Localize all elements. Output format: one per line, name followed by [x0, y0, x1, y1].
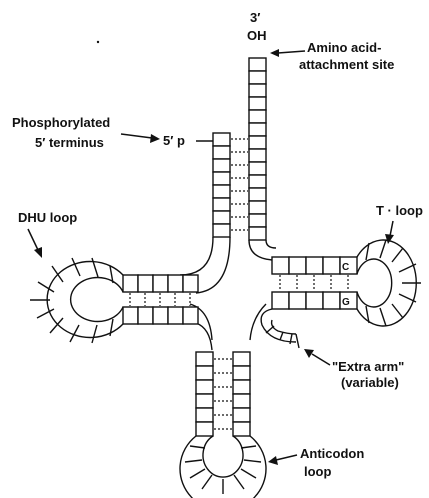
- base-c: C: [342, 262, 349, 273]
- acceptor-stem-3prime-strand: [249, 58, 266, 240]
- label-3prime: 3′: [250, 10, 260, 25]
- label-anticodon-loop: loop: [304, 464, 331, 479]
- stray-dot: [97, 41, 99, 43]
- central-junction: [180, 237, 276, 350]
- label-amino-acid-line1: Amino acid-: [307, 40, 381, 55]
- anticodon-arrowhead: [268, 456, 278, 465]
- label-extra-arm: "Extra arm": [332, 359, 404, 374]
- dhu-loop-arrowhead: [34, 247, 42, 258]
- base-g: G: [342, 297, 350, 308]
- anticodon-stem-base-pairs: [214, 359, 232, 429]
- extra-arm: [261, 309, 299, 348]
- t-stem-base-pairs: [280, 275, 348, 291]
- phosphorylated-arrow: [121, 134, 152, 138]
- dhu-loop-ring: [30, 258, 123, 343]
- label-5prime-p: 5′ p: [163, 133, 185, 148]
- anticodon-stem-left-strand: [196, 352, 213, 436]
- label-t-loop: T · loop: [376, 203, 423, 218]
- label-oh: OH: [247, 28, 267, 43]
- label-variable: (variable): [341, 375, 399, 390]
- anticodon-stem-right-strand: [233, 352, 250, 436]
- label-dhu-loop: DHU loop: [18, 210, 77, 225]
- acceptor-stem-5prime-strand: [213, 133, 230, 237]
- label-anticodon: Anticodon: [300, 446, 364, 461]
- anticodon-arrow: [276, 455, 297, 460]
- label-5prime-terminus: 5′ terminus: [35, 135, 104, 150]
- anticodon-loop-ring: [180, 436, 266, 498]
- label-amino-acid-line2: attachment site: [299, 57, 394, 72]
- dhu-stem-lower-strand: [123, 307, 198, 324]
- t-loop-ring: [357, 240, 421, 326]
- t-loop-arrow: [390, 221, 393, 236]
- acceptor-stem-base-pairs: [231, 139, 248, 230]
- amino-acid-arrow: [278, 51, 305, 53]
- dhu-stem-upper-strand: [123, 275, 198, 292]
- amino-acid-arrowhead: [270, 49, 279, 57]
- label-phosphorylated: Phosphorylated: [12, 115, 110, 130]
- t-loop-arrowhead: [385, 234, 394, 244]
- dhu-stem-base-pairs: [130, 293, 190, 306]
- extra-arm-arrow: [312, 354, 330, 365]
- dhu-loop-arrow: [28, 229, 38, 250]
- phosphorylated-arrowhead: [150, 134, 160, 143]
